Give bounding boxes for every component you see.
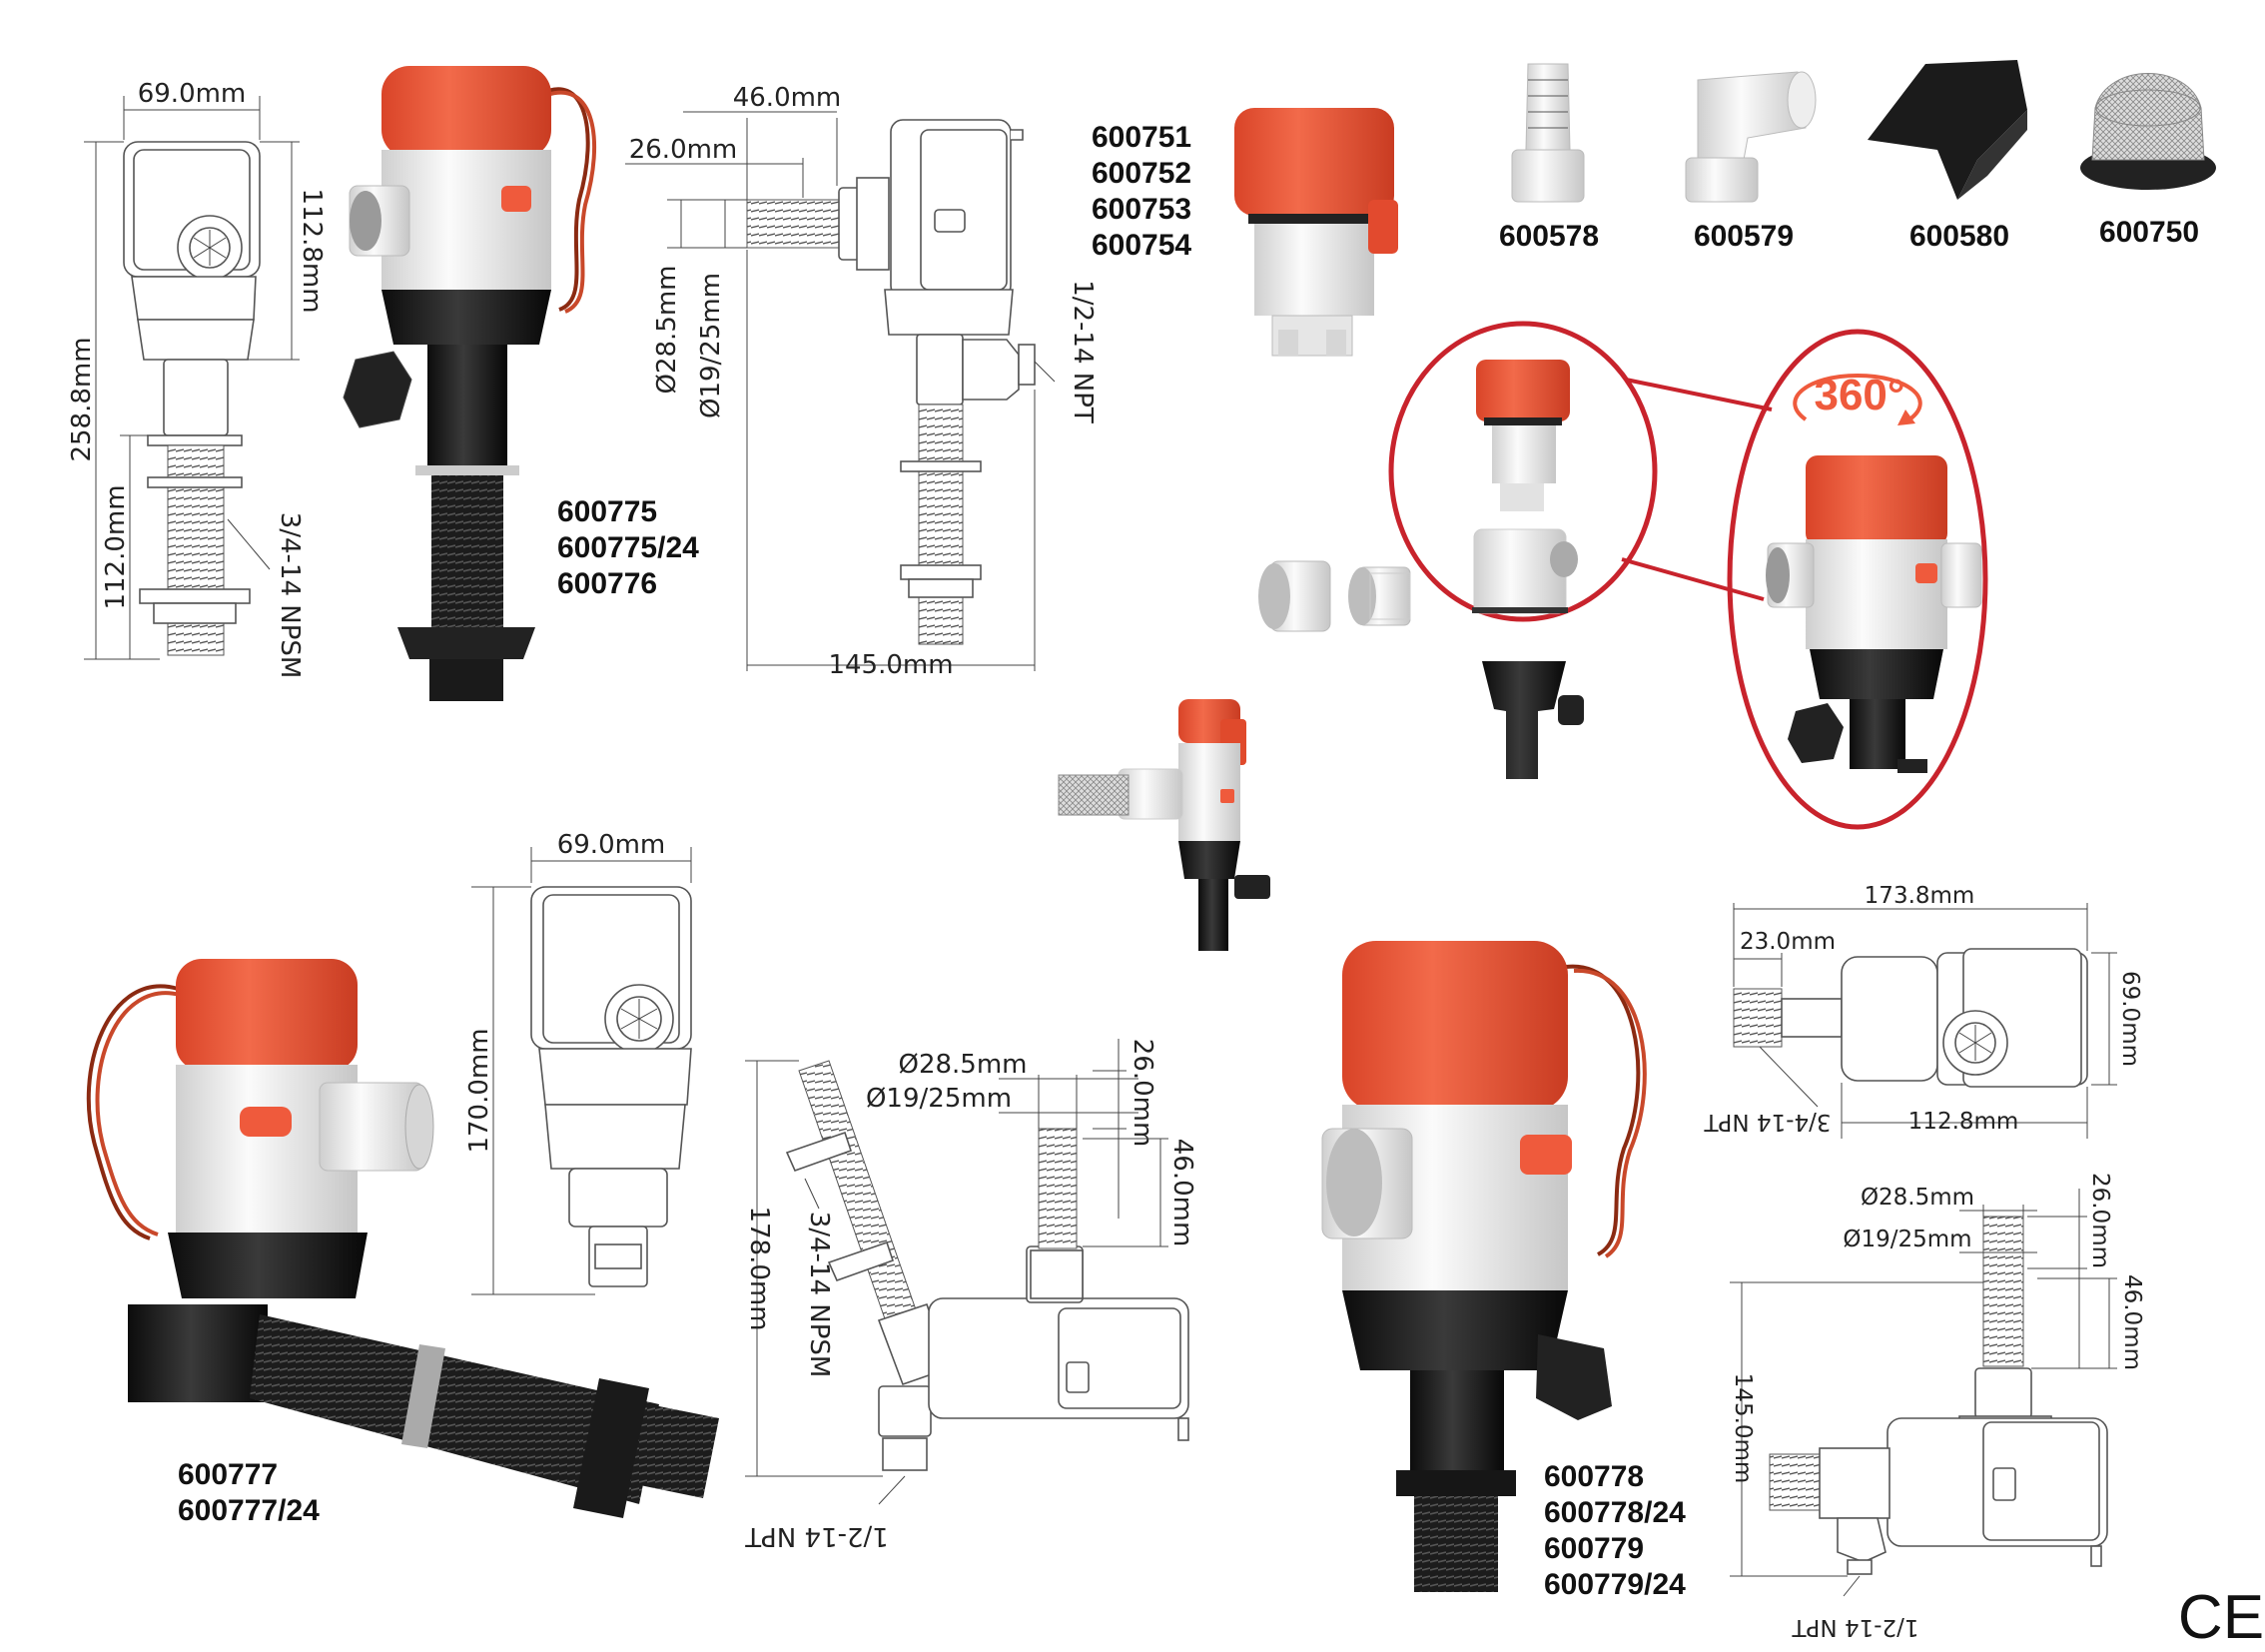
npt-label-f: 1/2-14 NPT	[1792, 1614, 1919, 1640]
dim-d1-b: Ø28.5mm	[652, 265, 682, 394]
model-number: 600754	[1092, 229, 1191, 262]
ce-mark: CE	[2178, 1583, 2264, 1652]
dim-d2-f: Ø19/25mm	[1843, 1227, 1971, 1252]
drawing-front-view-a: 69.0mm 112.8mm 258.8mm 112.0mm 3/4-14 NP…	[67, 79, 327, 678]
thread-label-a: 3/4-14 NPSM	[275, 512, 305, 679]
model-number: 600779/24	[1544, 1568, 1686, 1601]
dim-height-lower-a: 112.0mm	[101, 484, 131, 609]
model-number: 600778/24	[1544, 1496, 1686, 1529]
model-number: 600751	[1092, 121, 1191, 154]
rotation-callout: 360°	[1727, 329, 1988, 830]
model-number: 600777/24	[178, 1494, 320, 1527]
model-number: 600753	[1092, 193, 1191, 226]
thread-label-d: 3/4-14 NPSM	[804, 1212, 834, 1378]
exploded-view-callout	[1258, 321, 1773, 779]
dim-w2-b: 26.0mm	[629, 135, 738, 165]
dim-d2-b: Ø19/25mm	[696, 273, 726, 418]
npt-label-e: 3/4-14 NPT	[1704, 1109, 1832, 1135]
accessory-label: 600578	[1499, 220, 1599, 253]
pump-cartridge-photo	[1234, 108, 1398, 357]
dim-w2-e: 23.0mm	[1740, 929, 1836, 955]
drawing-front-view-c: 69.0mm 170.0mm	[464, 830, 692, 1295]
model-number: 600775	[557, 495, 657, 528]
model-number: 600775/24	[557, 531, 699, 564]
dim-w1-e: 173.8mm	[1865, 883, 1975, 909]
dim-h3-f: 145.0mm	[1730, 1373, 1756, 1484]
accessory-600579-elbow-fitting	[1685, 71, 1817, 203]
dim-h3-d: 178.0mm	[744, 1206, 774, 1330]
dim-w1-b: 46.0mm	[733, 83, 842, 113]
dim-h2-d: 46.0mm	[1167, 1139, 1197, 1247]
accessory-600750-strainer	[2080, 73, 2216, 190]
dim-h1-f: 26.0mm	[2087, 1173, 2113, 1268]
model-number: 600752	[1092, 157, 1191, 190]
drawing-top-view-e: 173.8mm 23.0mm 69.0mm 112.8mm 3/4-14 NPT	[1704, 883, 2143, 1139]
drawing-side-view-f: Ø28.5mm Ø19/25mm 26.0mm 46.0mm 145.0mm 1…	[1730, 1173, 2145, 1640]
dim-w3-e: 112.8mm	[1908, 1109, 2019, 1135]
dim-h2-f: 46.0mm	[2119, 1274, 2145, 1370]
model-number: 600776	[557, 567, 657, 600]
npt-label-b: 1/2-14 NPT	[1068, 280, 1098, 423]
dim-w3-b: 145.0mm	[828, 650, 953, 680]
accessory-600580-check-valve-flap	[1868, 60, 2027, 200]
dim-d1-f: Ø28.5mm	[1861, 1185, 1974, 1211]
pump-photo-600775	[343, 66, 596, 701]
dim-width-a: 69.0mm	[138, 79, 247, 109]
dim-width-c: 69.0mm	[557, 830, 666, 860]
accessory-label: 600579	[1694, 220, 1794, 253]
model-number: 600777	[178, 1458, 278, 1491]
pump-photo-600777	[86, 959, 719, 1518]
dim-h1-d: 26.0mm	[1128, 1039, 1157, 1148]
rotation-label: 360°	[1814, 371, 1904, 419]
model-number: 600779	[1544, 1532, 1644, 1565]
drawing-side-view-b: 46.0mm 26.0mm Ø28.5mm Ø19/25mm 1/2-14 NP…	[625, 83, 1098, 680]
dim-height-total-a: 258.8mm	[67, 337, 97, 461]
dim-height-upper-a: 112.8mm	[297, 188, 327, 313]
dim-d2-d: Ø19/25mm	[866, 1084, 1012, 1114]
dim-d1-d: Ø28.5mm	[898, 1050, 1027, 1080]
model-number: 600778	[1544, 1460, 1644, 1493]
pump-photo-600778	[1321, 941, 1647, 1592]
accessory-label: 600580	[1909, 220, 2009, 253]
accessory-label: 600750	[2099, 216, 2199, 249]
pump-assembled-with-hose	[1058, 699, 1270, 951]
npt-label-d: 1/2-14 NPT	[745, 1521, 889, 1551]
dim-h-e: 69.0mm	[2117, 971, 2143, 1067]
dim-height-c: 170.0mm	[464, 1028, 494, 1153]
accessory-600578-straight-hose-barb	[1511, 63, 1585, 203]
drawing-side-view-d: Ø28.5mm Ø19/25mm 26.0mm 46.0mm 178.0mm 3…	[744, 1039, 1197, 1551]
